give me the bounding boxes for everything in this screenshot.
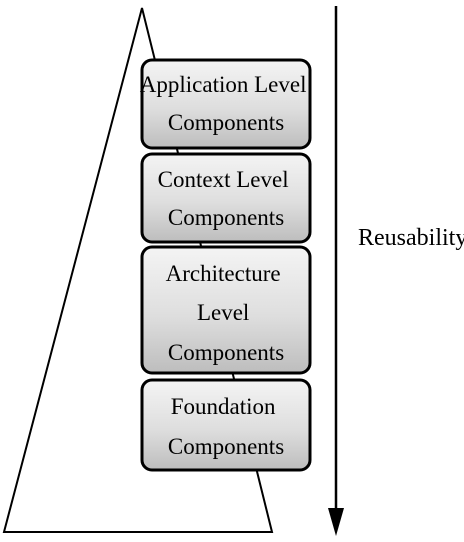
- layer-box: [140, 152, 312, 244]
- layer-label: Foundation Components: [168, 394, 284, 459]
- layer-box: [140, 58, 312, 150]
- layer-application: Application Level Components: [140, 58, 312, 150]
- layer-box: [140, 378, 312, 472]
- layer-label-line: Level: [197, 300, 249, 325]
- layer-label-line: Context Level: [158, 167, 289, 192]
- layer-label: Architecture Level Components: [166, 261, 287, 365]
- layer-label-line: Application Level: [140, 72, 307, 97]
- layer-stack: Application Level Components Context Lev…: [140, 58, 312, 472]
- arrow-head-icon: [328, 508, 344, 536]
- layer-label-line: Architecture: [166, 261, 281, 286]
- layer-label-line: Components: [168, 205, 284, 230]
- layer-box: [140, 245, 312, 375]
- layer-label-line: Foundation: [171, 394, 276, 419]
- layer-foundation: Foundation Components: [140, 378, 312, 472]
- reusability-label: Reusability: [358, 225, 464, 251]
- reusability-arrow: [328, 6, 344, 536]
- layer-label: Application Level Components: [140, 72, 312, 135]
- layer-label-line: Components: [168, 434, 284, 459]
- layer-label: Context Level Components: [158, 167, 295, 230]
- layer-label-line: Components: [168, 110, 284, 135]
- layer-context: Context Level Components: [140, 152, 312, 244]
- layer-label-line: Components: [168, 340, 284, 365]
- layer-architecture: Architecture Level Components: [140, 245, 312, 375]
